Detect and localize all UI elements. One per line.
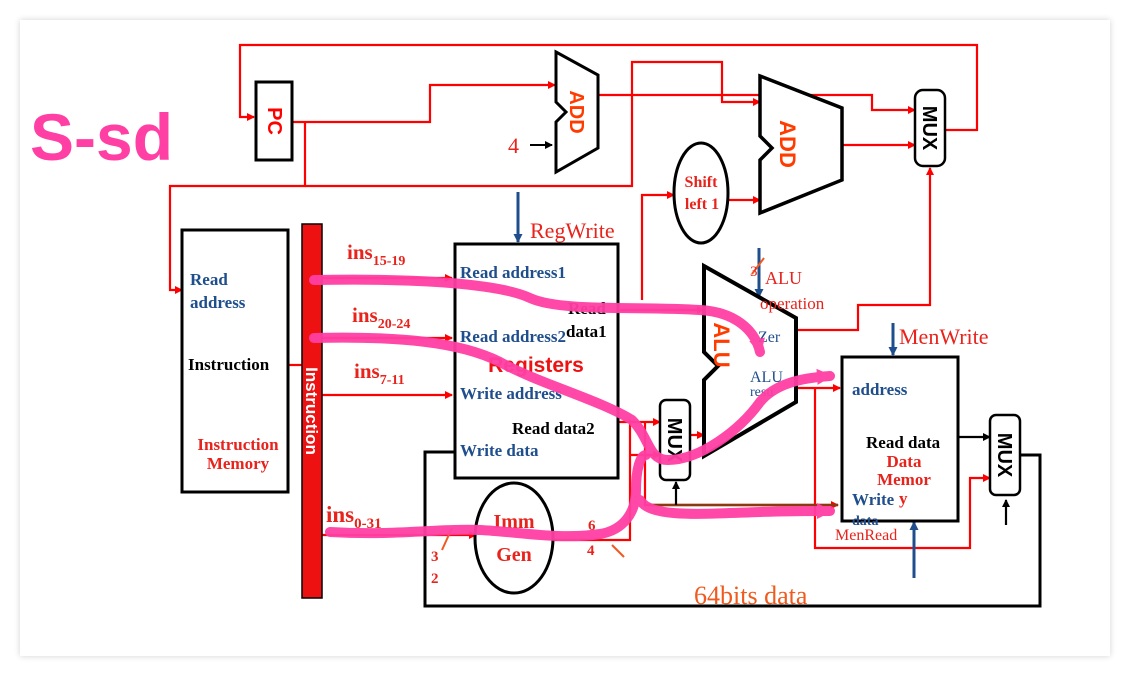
- shift-label-1: Shift: [685, 174, 719, 191]
- black-wires: [423, 141, 1042, 608]
- reg-read-address1: Read address1: [460, 263, 566, 282]
- control-wires: [513, 192, 919, 578]
- pc-label: PC: [263, 107, 285, 135]
- mem-write-control: MenWrite: [899, 324, 989, 349]
- imm-gen-label-2: Gen: [496, 544, 532, 566]
- adder-constant: 4: [508, 133, 519, 158]
- im-title-1: Instruction: [197, 435, 279, 454]
- reg-read-data2: Read data2: [512, 419, 595, 438]
- instruction-bus-label: Instruction: [302, 367, 321, 455]
- alu-label: ALU: [709, 322, 734, 367]
- slide: PC ADD 4 ADD MUX Shift left 1 Read addre…: [20, 20, 1110, 656]
- shift-label-2: left 1: [685, 196, 719, 213]
- highlight-paths: [309, 274, 835, 542]
- dm-read-data: Read data: [866, 433, 941, 452]
- dm-title-3: y: [899, 489, 908, 508]
- branch-adder-label: ADD: [775, 120, 800, 168]
- alu-src-mux-label: MUX: [663, 418, 685, 463]
- mem-read-control: MenRead: [835, 527, 897, 544]
- alu-operation-2: operation: [760, 294, 825, 313]
- imm-in-width-2: 2: [431, 571, 439, 587]
- instruction-memory: [180, 228, 290, 494]
- imm-in-width-1: 3: [431, 549, 439, 565]
- dm-address: address: [852, 380, 908, 399]
- im-read-address-2: address: [190, 293, 246, 312]
- im-read-address-1: Read: [190, 270, 228, 289]
- pc-adder: [554, 49, 600, 175]
- field-rd-label: ins7-11: [354, 359, 405, 388]
- alu-op-width: 3: [750, 264, 758, 280]
- reg-write-data: Write data: [460, 441, 539, 460]
- im-instruction-port: Instruction: [188, 355, 270, 374]
- reg-read-data1-b: data1: [566, 322, 607, 341]
- alu-operation-1: ALU: [765, 268, 802, 288]
- dm-write-data-2: data: [852, 514, 878, 529]
- slide-title: S-sd: [30, 100, 173, 174]
- datapath-diagram: PC ADD 4 ADD MUX Shift left 1 Read addre…: [30, 43, 1042, 610]
- field-rs2-label: ins20-24: [352, 303, 410, 332]
- imm-out-width: 4: [587, 543, 595, 559]
- pc-mux-label: MUX: [918, 106, 940, 151]
- pc-adder-label: ADD: [565, 90, 587, 133]
- data-memory: [840, 355, 960, 523]
- reg-read-address2: Read address2: [460, 327, 566, 346]
- instruction-bus: [301, 223, 323, 599]
- im-title-2: Memory: [207, 454, 270, 473]
- reg-write-control: RegWrite: [530, 218, 615, 243]
- reg-write-address: Write address: [460, 384, 562, 403]
- dm-title-1: Data: [887, 452, 922, 471]
- pc-mux: [913, 88, 947, 168]
- shift-left-unit: [672, 141, 730, 245]
- branch-adder: [758, 73, 844, 216]
- mem-to-reg-mux-label: MUX: [993, 433, 1015, 478]
- imm-out-width-top: 6: [588, 518, 596, 534]
- dm-write-data-1: Write: [852, 490, 895, 509]
- field-rs1-label: ins15-19: [347, 240, 405, 269]
- bus-width-label: 64bits data: [694, 581, 808, 610]
- alu-result-1: ALU: [750, 369, 783, 386]
- pc-register: [254, 80, 294, 162]
- mem-to-reg-mux: [988, 413, 1022, 497]
- dm-title-2: Memor: [877, 470, 931, 489]
